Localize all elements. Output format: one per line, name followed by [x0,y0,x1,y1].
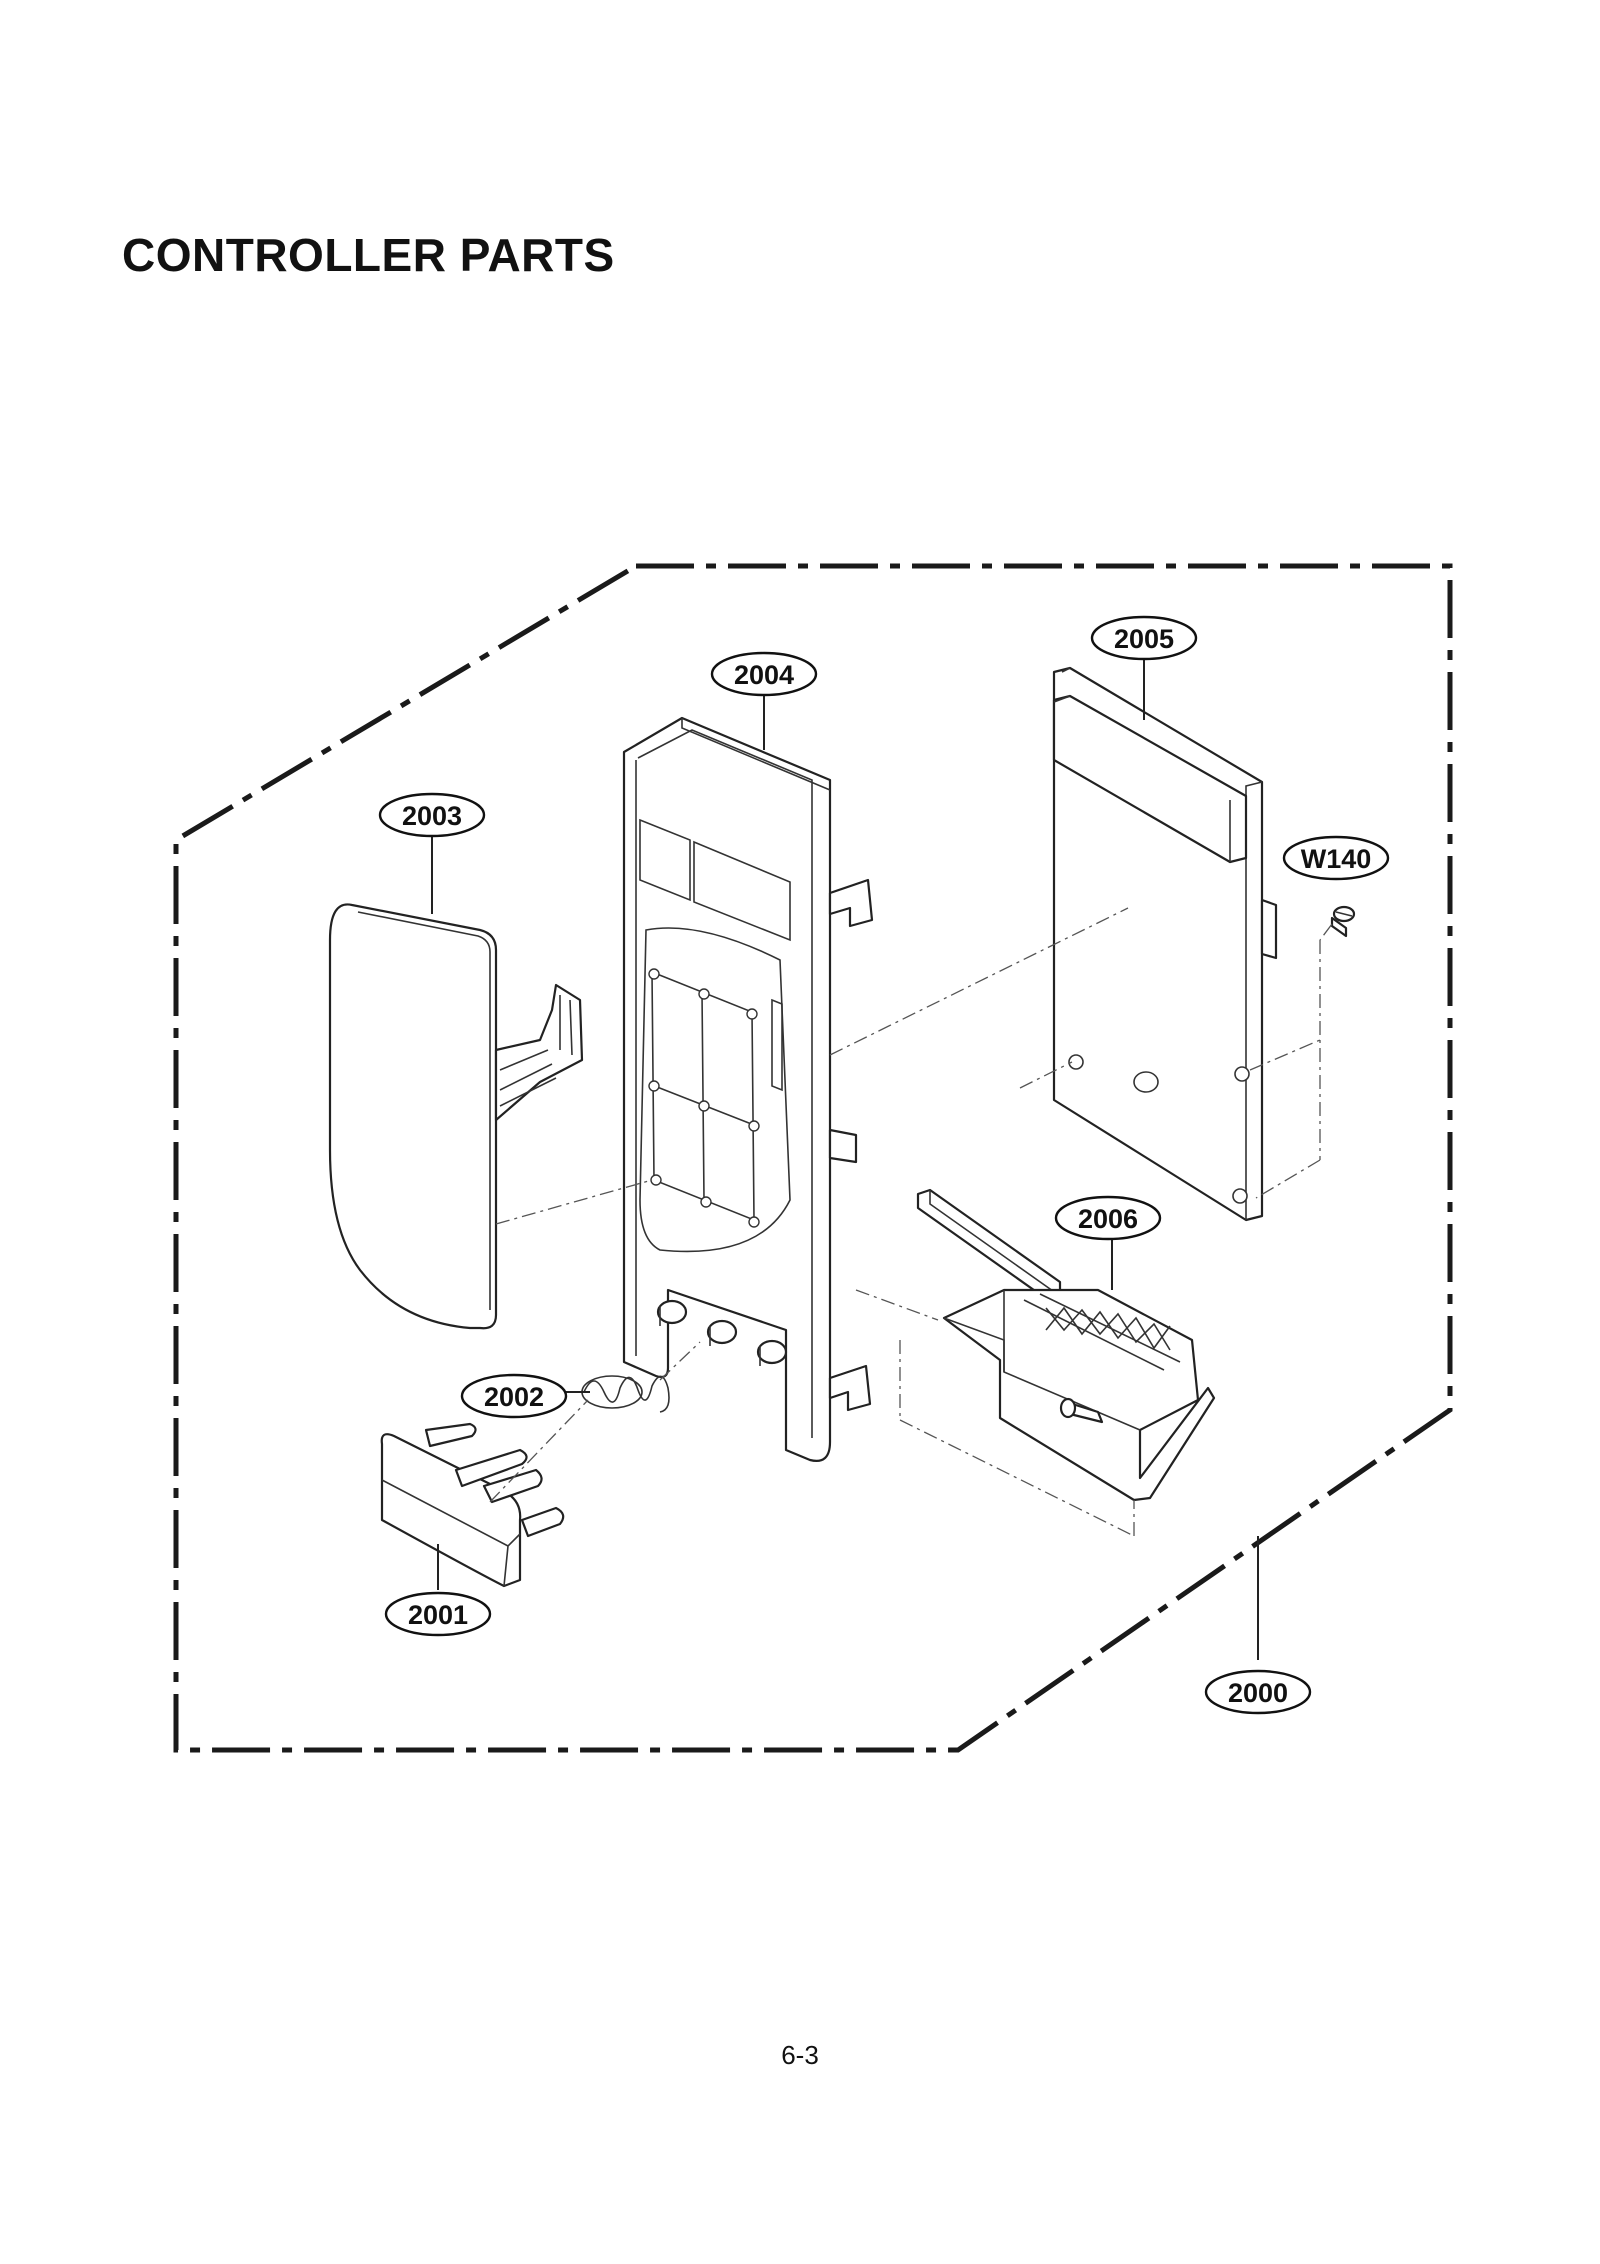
callout-2001-label: 2001 [408,1600,468,1630]
callout-2000: 2000 [1204,1669,1312,1715]
callout-2002-label: 2002 [484,1382,544,1412]
callout-2006: 2006 [1054,1195,1162,1241]
assembly-guide-lines [489,907,1333,1537]
callout-2005: 2005 [1090,615,1198,661]
callout-2004: 2004 [710,651,818,697]
part-w140-screw [1330,905,1356,938]
part-2002-spring [581,1375,670,1413]
part-2003-membrane [328,903,584,1330]
part-2005-pcb [1052,666,1278,1222]
leader-lines [431,660,1259,1660]
callout-2004-label: 2004 [734,660,794,690]
callout-2001: 2001 [384,1591,492,1637]
callout-2003-label: 2003 [402,801,462,831]
page-title: CONTROLLER PARTS [122,229,615,281]
callout-w140: W140 [1282,835,1390,881]
callout-2006-label: 2006 [1078,1204,1138,1234]
part-2006-lever-bracket [916,1188,1216,1502]
callout-2005-label: 2005 [1114,624,1174,654]
page-number: 6-3 [781,2040,819,2070]
callout-w140-label: W140 [1301,844,1372,874]
part-2004-control-panel [622,716,874,1462]
callout-2002: 2002 [460,1373,568,1419]
callout-2000-label: 2000 [1228,1678,1288,1708]
callout-2003: 2003 [378,792,486,838]
part-2001-door-button [380,1422,565,1588]
assembly-boundary [173,563,1453,1753]
